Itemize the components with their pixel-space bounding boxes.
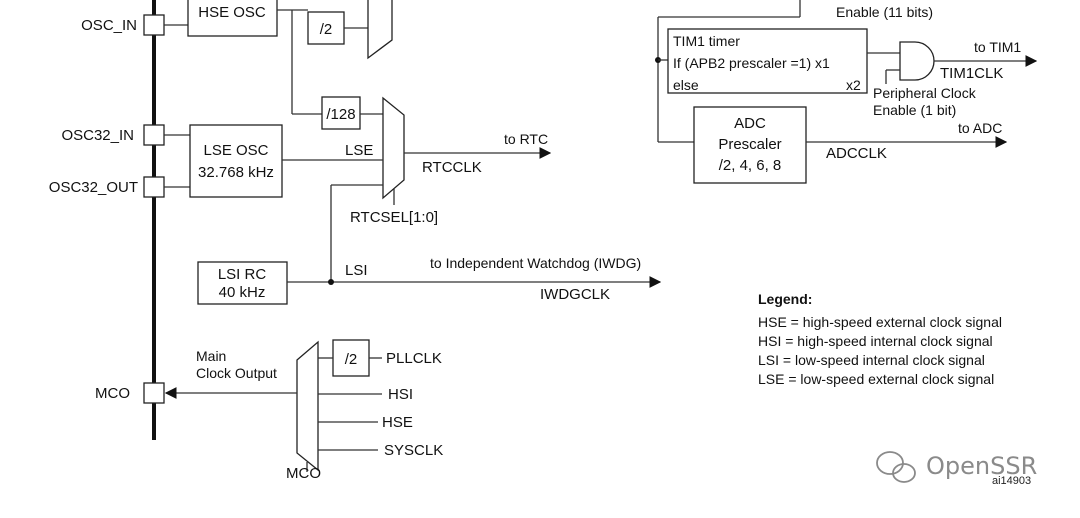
osc-in-pin — [143, 14, 165, 36]
rtcsel-label: RTCSEL[1:0] — [350, 209, 438, 226]
mco-div2-label: /2 — [345, 351, 358, 368]
div2-top-label: /2 — [320, 21, 333, 38]
tim1-condition: If (APB2 prescaler =1) x1 — [673, 55, 830, 71]
hse-osc-box — [187, 0, 278, 37]
mco-pin-label: MCO — [95, 385, 130, 402]
tim1-enable-line1: Peripheral Clock — [873, 85, 977, 101]
rtc-mux — [382, 96, 405, 200]
legend-title: Legend: — [758, 291, 812, 307]
tim1-x2: x2 — [846, 77, 861, 93]
mco-input-hsi: HSI — [388, 386, 413, 403]
osc-in-label: OSC_IN — [81, 17, 137, 34]
osc32-in-label: OSC32_IN — [61, 127, 134, 144]
mco-input-sysclk: SYSCLK — [384, 442, 443, 459]
mco-pin — [143, 382, 165, 404]
mco-mux-label: MCO — [286, 465, 321, 482]
to-iwdg-label: to Independent Watchdog (IWDG) — [430, 255, 641, 271]
wechat-logo-icon — [876, 451, 916, 483]
lse-osc-freq: 32.768 kHz — [198, 164, 274, 181]
tim1-title: TIM1 timer — [673, 33, 740, 49]
lse-osc-title: LSE OSC — [203, 142, 268, 159]
lse-osc-box — [189, 124, 283, 198]
mco-title-line1: Main — [196, 348, 226, 364]
mco-input-hse: HSE — [382, 414, 413, 431]
figure-ref: ai14903 — [992, 475, 1031, 487]
tim1-and-gate — [899, 41, 935, 81]
lse-signal-label: LSE — [345, 142, 373, 159]
to-tim1-label: to TIM1 — [974, 39, 1021, 55]
tim1-timer-box — [667, 28, 868, 94]
tim1-else: else — [673, 77, 699, 93]
watermark-text: OpenSSR — [926, 452, 1037, 480]
div128-box — [321, 96, 361, 130]
iwdgclk-label: IWDGCLK — [540, 286, 610, 303]
tim1-enable-line2: Enable (1 bit) — [873, 102, 956, 118]
lsi-rc-box — [197, 261, 288, 305]
mco-title-line2: Clock Output — [196, 365, 277, 381]
osc32-out-label: OSC32_OUT — [49, 179, 138, 196]
to-adc-label: to ADC — [958, 120, 1002, 136]
lsi-signal-label: LSI — [345, 262, 368, 279]
adc-prescaler-label: Prescaler — [718, 136, 781, 153]
legend-item-hsi: HSI = high-speed internal clock signal — [758, 333, 993, 349]
lsi-junction-dot — [328, 279, 334, 285]
adc-ratios: /2, 4, 6, 8 — [719, 157, 782, 174]
lsi-rc-freq: 40 kHz — [219, 284, 266, 301]
adcclk-label: ADCCLK — [826, 145, 887, 162]
mco-mux — [296, 340, 319, 472]
hse-osc-label: HSE OSC — [198, 4, 266, 21]
adc-prescaler-box — [693, 106, 807, 184]
mco-div2-box — [332, 339, 370, 377]
rtcclk-label: RTCCLK — [422, 159, 482, 176]
adc-title: ADC — [734, 115, 766, 132]
div128-label: /128 — [326, 106, 355, 123]
to-rtc-label: to RTC — [504, 131, 548, 147]
legend-item-lsi: LSI = low-speed internal clock signal — [758, 352, 985, 368]
lsi-rc-title: LSI RC — [218, 266, 267, 283]
legend-item-lse: LSE = low-speed external clock signal — [758, 371, 994, 387]
osc32-out-pin — [143, 176, 165, 198]
pll-source-mux — [367, 0, 393, 60]
legend-item-hse: HSE = high-speed external clock signal — [758, 314, 1002, 330]
tim1clk-label: TIM1CLK — [940, 65, 1003, 82]
top-enable-label: Enable (11 bits) — [836, 4, 933, 20]
osc32-in-pin — [143, 124, 165, 146]
mco-input-pllclk: PLLCLK — [386, 350, 442, 367]
